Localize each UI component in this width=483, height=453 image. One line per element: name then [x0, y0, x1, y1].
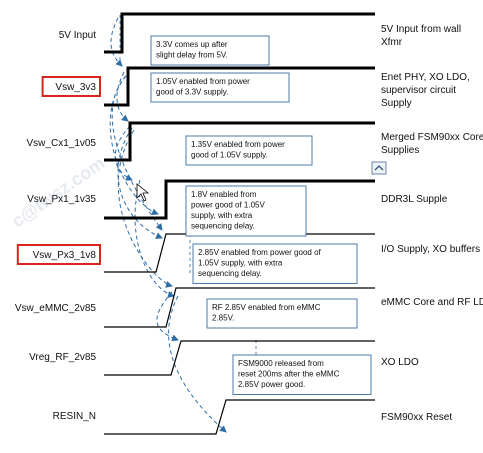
signal-label-5v_input: 5V Input — [59, 30, 96, 41]
document-icon — [371, 161, 387, 175]
dependency-arrow-9 — [168, 295, 227, 433]
waveform-vreg_rf_2v85 — [104, 340, 375, 376]
signal-label-vsw_px1_1v35: Vsw_Px1_1v35 — [27, 194, 96, 205]
signal-description-vsw_px1_1v35: DDR3L Supple — [381, 194, 448, 205]
signal-label-vreg_rf_2v85: Vreg_RF_2v85 — [29, 352, 96, 363]
waveform-vsw_emmc_2v85 — [104, 287, 375, 328]
signal-label-vsw_3v3: Vsw_3v3 — [55, 82, 96, 93]
waveform-vsw_px1_1v35 — [104, 179, 375, 220]
waveform-vsw_cx1_1v05 — [104, 121, 375, 162]
svg-text:2.85V enabled from power good: 2.85V enabled from power good of1.05V su… — [198, 248, 322, 278]
highlight-box-vsw_3v3 — [41, 76, 101, 97]
dependency-arrow-7 — [117, 129, 173, 288]
waveform-vsw_3v3 — [104, 66, 375, 107]
signal-label-vsw_emmc_2v85: Vsw_eMMC_2v85 — [15, 303, 97, 314]
signal-label-resin_n: RESIN_N — [53, 411, 96, 422]
dependency-arrow-4 — [109, 75, 159, 216]
signal-description-vsw_px3_1v8: I/O Supply, XO buffers — [381, 244, 480, 255]
dependency-arrow-6 — [117, 127, 163, 239]
dependency-arrow-10 — [134, 179, 175, 298]
signal-description-vreg_rf_2v85: XO LDO — [381, 357, 419, 368]
highlight-box-vsw_px3_1v8 — [16, 244, 101, 265]
signal-label-vsw_px3_1v8: Vsw_Px3_1v8 — [33, 250, 97, 261]
waveform-resin_n — [104, 399, 375, 435]
dependency-arrow-8 — [156, 291, 179, 342]
signal-description-resin_n: FSM90xx Reset — [381, 412, 452, 423]
waveform-5v_input — [104, 12, 375, 54]
dependency-arrow-2 — [116, 71, 129, 122]
dependency-arrow-5 — [114, 125, 133, 181]
signal-label-vsw_cx1_1v05: Vsw_Cx1_1v05 — [27, 138, 97, 149]
mouse-cursor-icon — [136, 183, 150, 202]
signal-description-vsw_emmc_2v85: eMMC Core and RF LDOs — [381, 297, 483, 308]
